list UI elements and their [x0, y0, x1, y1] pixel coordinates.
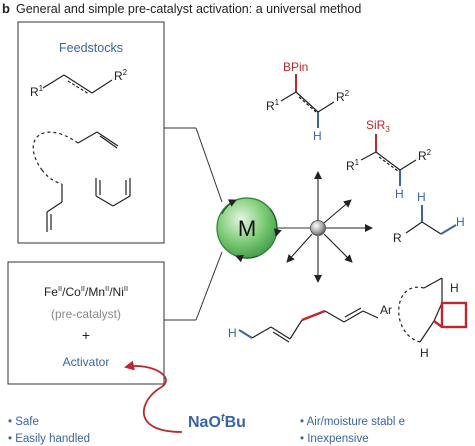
advantage-item: • Inexpensive	[300, 433, 369, 445]
silyl-h: H	[395, 187, 404, 201]
activator-reagent: NaOtBu	[188, 412, 246, 431]
catalyst-metal-sphere: M	[216, 197, 282, 263]
precatalyst-box	[7, 261, 165, 385]
precatalyst-metals: FeII/CoII/MnII/NiII	[44, 284, 128, 299]
advantages-right: • Air/moisture stabl e • Inexpensive	[300, 416, 405, 445]
boryl-r2: R2	[336, 89, 350, 104]
hydrogenation-h1: H	[417, 190, 426, 204]
silyl-group: SiR3	[366, 118, 390, 134]
panel-title: General and simple pre-catalyst activati…	[16, 2, 361, 16]
divergent-arrows	[286, 171, 373, 283]
panel-letter: b	[2, 1, 10, 16]
catalyst-metal-label: M	[238, 216, 256, 241]
alkyne-r2: R2	[114, 68, 128, 83]
triene-h: H	[228, 326, 237, 340]
hydrogenation-h2: H	[456, 215, 465, 229]
activator-arrow	[124, 360, 183, 433]
hydrogenation-r: R	[393, 231, 402, 245]
plus-sign: +	[82, 327, 90, 343]
product-cyclobutane: H H	[398, 277, 468, 360]
boryl-h: H	[313, 129, 322, 143]
hub-sphere	[310, 220, 326, 236]
boryl-group: BPin	[283, 60, 308, 74]
diene-structure	[32, 131, 119, 232]
connector-lines	[164, 127, 223, 321]
advantage-item: • Easily handled	[8, 433, 90, 445]
activator-label: Activator	[63, 355, 110, 369]
precatalyst-label: (pre-catalyst)	[51, 307, 121, 321]
silyl-r1: R1	[346, 158, 360, 173]
product-hydrovinylation: H Ar	[228, 303, 392, 343]
alkyne-structure	[42, 74, 113, 95]
alkyne-r1: R1	[30, 84, 44, 99]
silyl-r2: R2	[418, 148, 432, 163]
cyclobutane-h1: H	[450, 281, 459, 295]
feedstocks-label: Feedstocks	[59, 41, 123, 55]
product-hydroboration: BPin R1 R2 H	[266, 60, 350, 143]
advantage-item: • Air/moisture stabl e	[300, 416, 405, 428]
product-hydrosilylation: SiR3 R1 R2 H	[346, 118, 432, 201]
product-hydrogenation: R H H	[393, 190, 465, 245]
triene-ar: Ar	[380, 303, 392, 317]
butadiene-structure	[95, 178, 131, 207]
boryl-r1: R1	[266, 98, 280, 113]
advantages-left: • Safe • Easily handled	[8, 416, 90, 445]
feedstocks-box	[17, 21, 165, 244]
cyclobutane-h2: H	[420, 346, 429, 360]
advantage-item: • Safe	[8, 416, 39, 428]
